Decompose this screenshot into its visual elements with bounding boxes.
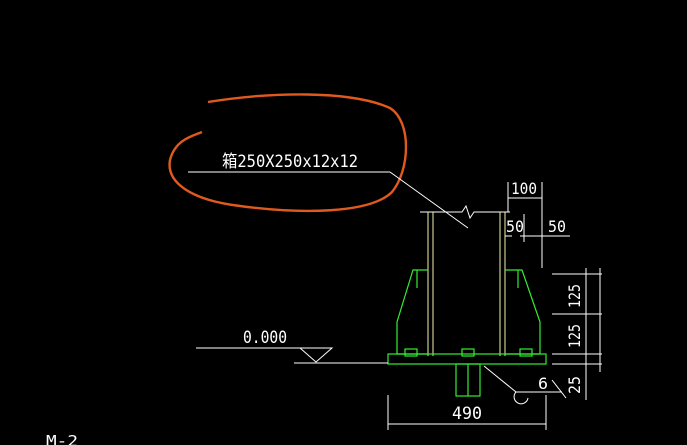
leader-line — [389, 171, 469, 229]
column-break-line — [420, 204, 510, 220]
corner-label: M-2 — [46, 432, 78, 445]
dim-top: 100 — [511, 179, 537, 198]
section-label: 箱250X250x12x12 — [222, 152, 358, 172]
left-stiffener — [396, 269, 428, 355]
bottom-dimension — [387, 395, 547, 430]
box-column — [427, 212, 506, 356]
elevation-label: 0.000 — [243, 328, 287, 348]
markup-circle — [168, 93, 408, 213]
dim-125-upper: 125 — [565, 284, 584, 308]
top-dimensions — [505, 182, 570, 268]
dim-left: 50 — [506, 217, 524, 236]
bolt-left — [404, 348, 418, 357]
right-dimensions — [552, 268, 602, 400]
right-stiffener — [505, 269, 541, 355]
weld-size: 6 — [538, 374, 548, 393]
weld-symbol — [483, 365, 567, 405]
dim-width-total: 490 — [452, 404, 482, 424]
bolt-center — [461, 348, 475, 357]
elevation-marker — [298, 347, 334, 363]
bolt-right — [519, 348, 533, 357]
dim-right: 50 — [548, 217, 566, 236]
base-plate-assembly — [387, 269, 547, 397]
dim-125-lower: 125 — [565, 324, 584, 348]
dim-25: 25 — [565, 376, 584, 394]
